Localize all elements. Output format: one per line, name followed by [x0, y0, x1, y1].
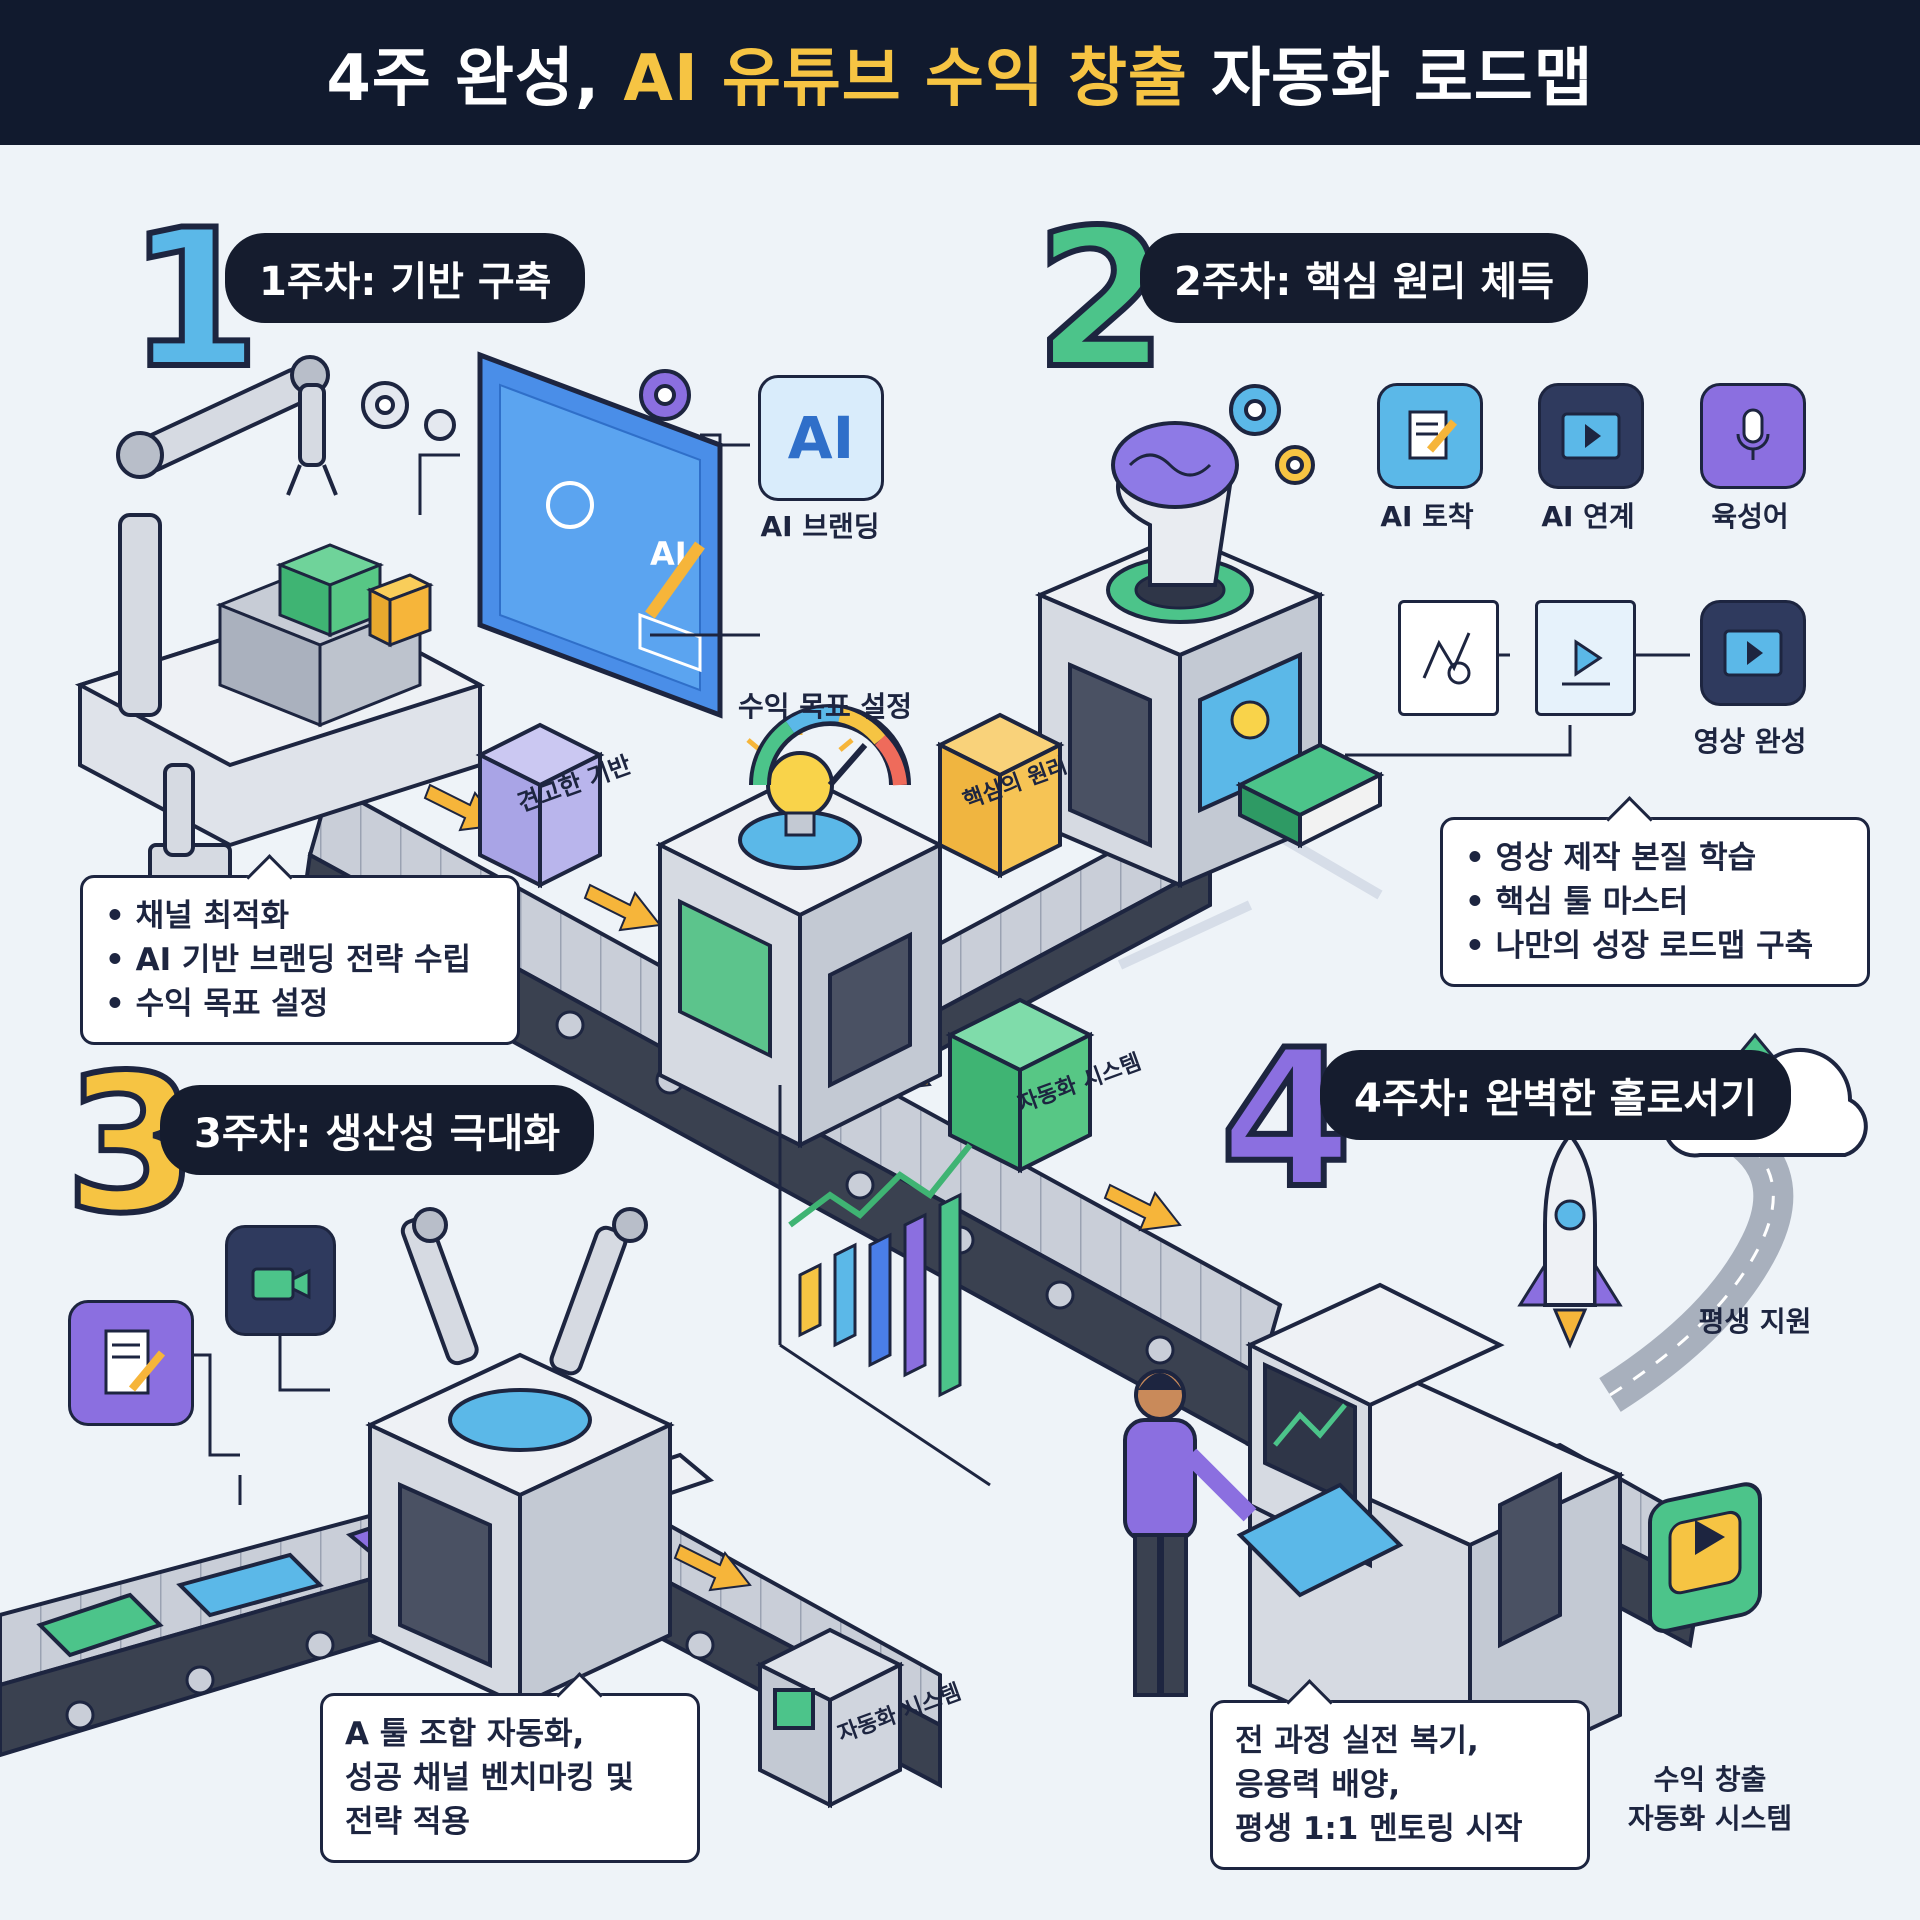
box-week1 — [475, 722, 605, 889]
connectors — [135, 433, 1690, 1505]
week1-title: 1주차: 기반 구축 — [225, 233, 586, 323]
gear-icons — [361, 369, 1315, 485]
branding-label: AI 브랜딩 — [760, 510, 880, 543]
video-player-icon — [1538, 383, 1644, 489]
week2-title: 2주차: 핵심 원리 체득 — [1140, 233, 1589, 323]
week1-bullet: AI 기반 브랜딩 전략 수립 — [105, 938, 495, 982]
week2-bullet: 핵심 툴 마스터 — [1465, 880, 1845, 924]
video-file-icon — [1535, 600, 1636, 716]
sketch-document-icon — [1398, 600, 1499, 716]
week3-callout-line: 전략 적용 — [345, 1804, 470, 1841]
video-complete-label: 영상 완성 — [1693, 725, 1807, 758]
page-title: 4주 완성, AI 유튜브 수익 창출 자동화 로드맵 — [326, 41, 1594, 116]
play-output-icon — [1648, 1482, 1762, 1633]
conveyor-illustration: AI — [0, 351, 1868, 1809]
box-week2 — [935, 712, 1065, 879]
week1-callout: 채널 최적화 AI 기반 브랜딩 전략 수립 수익 목표 설정 — [80, 854, 520, 1046]
week2-bullet: 나만의 성장 로드맵 구축 — [1465, 924, 1845, 968]
video-camera-icon — [225, 1225, 336, 1336]
week2-machine — [1034, 421, 1385, 889]
week4-title: 4주차: 완벽한 홀로서기 — [1320, 1050, 1791, 1140]
tool-label: 육성어 — [1711, 500, 1789, 533]
middle-machine — [655, 720, 945, 1149]
finished-video-icon — [1700, 600, 1806, 706]
week2-bullet: 영상 제작 본질 학습 — [1465, 836, 1845, 880]
week3-callout-line: 성공 채널 벤치마킹 및 — [345, 1760, 635, 1797]
week4-callout-line: 전 과정 실전 복기, — [1235, 1723, 1479, 1759]
ai-badge-icon: AI — [758, 375, 884, 501]
title-banner: 4주 완성, AI 유튜브 수익 창출 자동화 로드맵 — [0, 0, 1920, 145]
week3-callout-line: A 툴 조합 자동화, — [345, 1716, 585, 1752]
week3-machine — [365, 1207, 675, 1709]
box-middle — [945, 997, 1095, 1174]
week3-callout: A 툴 조합 자동화, 성공 채널 벤치마킹 및 전략 적용 — [320, 1672, 700, 1864]
roadmap-scene: AI — [0, 145, 1920, 1920]
gauge-icon — [749, 704, 911, 787]
week4-callout-line: 평생 1:1 멘토링 시작 — [1235, 1811, 1523, 1848]
week3-title: 3주차: 생산성 극대화 — [160, 1085, 595, 1175]
branding-screen: AI — [477, 351, 723, 719]
week2-callout: 영상 제작 본질 학습 핵심 툴 마스터 나만의 성장 로드맵 구축 — [1440, 796, 1870, 988]
lifetime-support-label: 평생 지원 — [1698, 1305, 1812, 1338]
result-label-line: 자동화 시스템 — [1627, 1802, 1793, 1836]
goal-label: 수익 목표 설정 — [737, 690, 913, 723]
tool-label: AI 토착 — [1380, 500, 1474, 533]
script-document-icon — [68, 1300, 194, 1426]
result-label-line: 수익 창출 — [1653, 1763, 1767, 1796]
ai-badge-text: AI — [787, 404, 855, 472]
week1-bullet: 수익 목표 설정 — [105, 982, 495, 1026]
microphone-icon — [1700, 383, 1806, 489]
growth-chart — [778, 1085, 991, 1487]
week4-callout-line: 응용력 배양, — [1235, 1767, 1401, 1804]
week1-bullet: 채널 최적화 — [105, 894, 495, 938]
tool-label: AI 연계 — [1541, 500, 1635, 533]
box-week3 — [755, 1627, 905, 1809]
document-edit-icon — [1377, 383, 1483, 489]
week4-callout: 전 과정 실전 복기, 응용력 배양, 평생 1:1 멘토링 시작 — [1210, 1679, 1590, 1871]
result-label: 수익 창출 자동화 시스템 — [1610, 1760, 1810, 1838]
week1-machine — [74, 355, 486, 887]
